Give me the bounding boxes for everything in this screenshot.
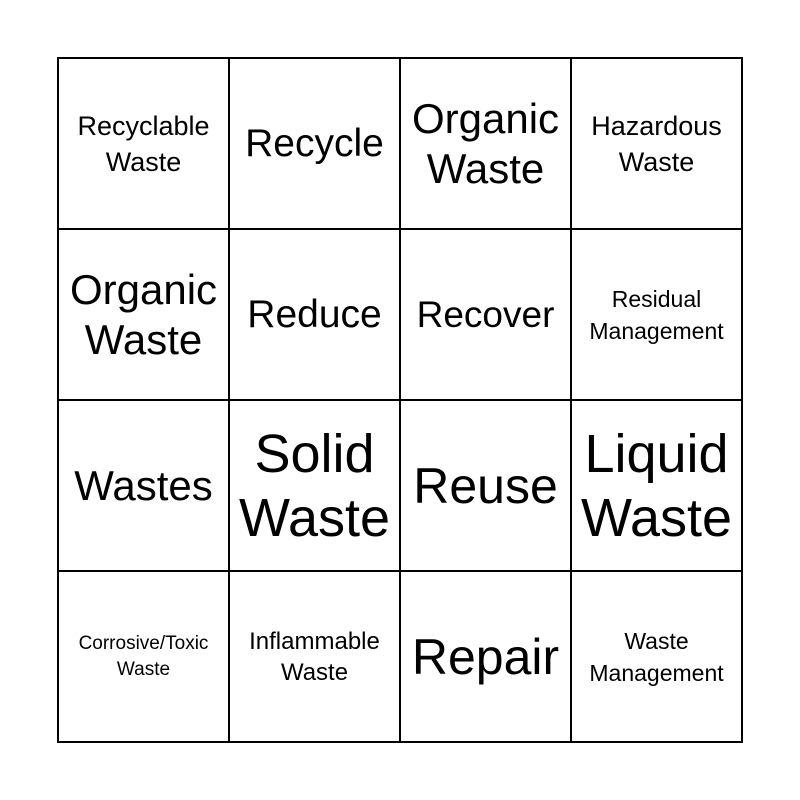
bingo-card-grid: Recyclable Waste Recycle Organic Waste H…	[57, 57, 743, 743]
bingo-cell[interactable]: Inflammable Waste	[229, 571, 400, 742]
bingo-cell[interactable]: Waste Management	[571, 571, 742, 742]
bingo-cell[interactable]: Organic Waste	[400, 58, 571, 229]
cell-label: Inflammable Waste	[249, 627, 380, 686]
cell-label: Recover	[416, 293, 555, 335]
bingo-cell[interactable]: Recyclable Waste	[58, 58, 229, 229]
bingo-cell[interactable]: Hazardous Waste	[571, 58, 742, 229]
cell-label: Hazardous Waste	[591, 110, 722, 177]
cell-label: Repair	[411, 628, 560, 685]
bingo-cell[interactable]: Liquid Waste	[571, 400, 742, 571]
cell-label: Liquid Waste	[580, 423, 733, 548]
bingo-cell[interactable]: Recycle	[229, 58, 400, 229]
cell-label: Recycle	[245, 121, 384, 165]
bingo-cell[interactable]: Reduce	[229, 229, 400, 400]
cell-label: Reduce	[247, 292, 382, 336]
bingo-cell[interactable]: Residual Management	[571, 229, 742, 400]
cell-label: Solid Waste	[238, 423, 391, 548]
cell-label: Reuse	[413, 457, 558, 514]
cell-label: Organic Waste	[411, 94, 560, 192]
cell-label: Wastes	[74, 461, 213, 509]
bingo-cell[interactable]: Solid Waste	[229, 400, 400, 571]
cell-label: Recyclable Waste	[77, 110, 210, 177]
cell-label: Residual Management	[589, 285, 724, 344]
cell-label: Corrosive/Toxic Waste	[78, 632, 209, 680]
cell-label: Waste Management	[589, 627, 724, 686]
bingo-cell[interactable]: Organic Waste	[58, 229, 229, 400]
cell-label: Organic Waste	[69, 265, 218, 363]
bingo-cell[interactable]: Repair	[400, 571, 571, 742]
bingo-cell[interactable]: Reuse	[400, 400, 571, 571]
bingo-cell[interactable]: Wastes	[58, 400, 229, 571]
bingo-cell[interactable]: Recover	[400, 229, 571, 400]
bingo-cell[interactable]: Corrosive/Toxic Waste	[58, 571, 229, 742]
